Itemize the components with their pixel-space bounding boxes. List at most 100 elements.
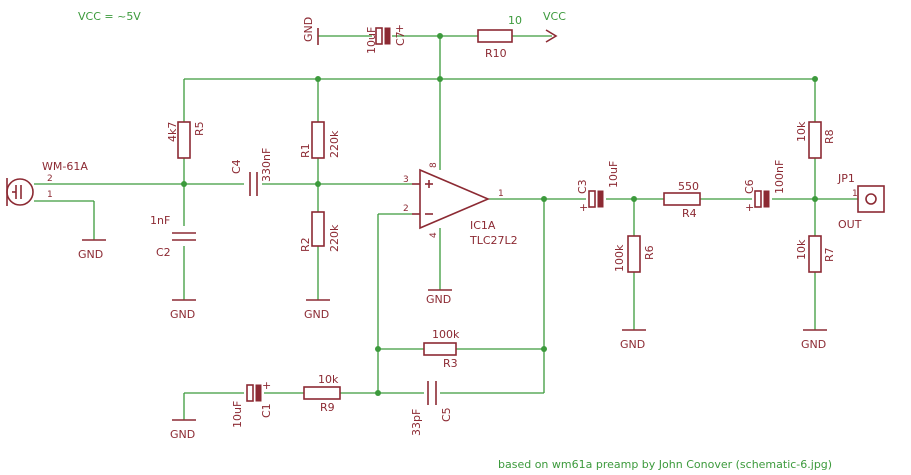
jp1-name: JP1 [837,172,855,185]
r5-value: 4k7 [166,122,179,142]
junction-dot [437,76,443,82]
junction-dot [315,76,321,82]
r1-name: R1 [299,143,312,158]
resistor-r1 [311,121,325,159]
vcc-arrow-icon [545,29,558,43]
junction-dot [631,196,637,202]
capacitor-c2 [172,232,196,241]
r6-value: 100k [613,244,626,272]
r2-name: R2 [299,237,312,252]
connector-jp1 [857,185,885,213]
capacitor-c1 [246,384,262,402]
r8-value: 10k [795,121,808,142]
resistor-r6 [627,235,641,273]
ic-name: IC1A [470,219,496,232]
r10-name: R10 [485,47,507,60]
ic-pin3: 3 [403,175,409,185]
capacitor-c3 [588,190,604,208]
gnd-ic: GND [426,293,451,306]
ic-part: TLC27L2 [469,234,518,247]
capacitor-c5 [427,381,437,405]
junction-dot [315,181,321,187]
gnd-r6: GND [620,338,645,351]
gnd-c2: GND [170,308,195,321]
c3-name: C3 [576,179,589,194]
resistor-r2 [311,211,325,247]
resistor-r5 [177,121,191,159]
c2-name: C2 [156,246,171,259]
r4-name: R4 [682,207,697,220]
junction-dot [375,390,381,396]
ic-pin4: 4 [429,232,439,238]
ground-symbols [82,28,827,421]
resistor-r7 [808,235,822,273]
r8-name: R8 [823,129,836,144]
r7-name: R7 [823,247,836,262]
c1-plus: + [262,379,271,392]
c1-value: 10uF [231,401,244,428]
capacitor-c6 [754,190,770,208]
jp1-out: OUT [838,218,862,231]
c2-value: 1nF [150,214,170,227]
c6-value: 100nF [773,160,786,194]
ic-pin1: 1 [498,189,504,199]
c3-value: 10uF [607,161,620,188]
microphone-wm61a [6,178,34,206]
r3-value: 100k [432,328,460,341]
r6-name: R6 [643,245,656,260]
c6-plus: + [745,201,754,214]
r2-value: 220k [328,224,341,252]
gnd-r7: GND [801,338,826,351]
r10-value: 10 [508,14,522,27]
ic-pin2: 2 [403,204,409,214]
gnd-mic: GND [78,248,103,261]
credit-text: based on wm61a preamp by John Conover (s… [498,458,832,471]
mic-pin1: 1 [47,190,53,200]
r7-value: 10k [795,239,808,260]
r3-name: R3 [443,357,458,370]
c4-value: 330nF [260,148,273,182]
gnd-c7: GND [302,17,315,42]
c7-value: 10uF [365,27,378,54]
junction-dot [437,33,443,39]
junction-dot [541,346,547,352]
junction-dot [181,181,187,187]
c7-plus: + [395,22,404,35]
junction-dot [375,346,381,352]
vcc-note: VCC = ~5V [78,10,141,23]
gnd-c1: GND [170,428,195,441]
resistor-r4 [663,192,701,206]
r5-name: R5 [193,121,206,136]
resistor-r3 [423,342,457,356]
resistor-r10 [477,29,513,43]
c1-name: C1 [260,403,273,418]
r1-value: 220k [328,130,341,158]
ic-pin8: 8 [429,162,439,168]
jp1-pin1: 1 [852,189,858,199]
opamp-ic1a [412,168,491,230]
mic-pin2: 2 [47,174,53,184]
c5-name: C5 [440,407,453,422]
junction-dots [181,33,818,396]
junction-dot [541,196,547,202]
c5-value: 33pF [410,409,423,436]
resistor-r9 [303,386,341,400]
c3-plus: + [579,201,588,214]
mic-name: WM-61A [42,160,88,173]
capacitor-c4 [249,172,258,196]
r9-name: R9 [320,401,335,414]
resistor-r8 [808,121,822,159]
junction-dot [812,196,818,202]
r4-value: 550 [678,180,699,193]
vcc-label: VCC [543,10,566,23]
c7-name: C7 [394,31,407,46]
gnd-r2: GND [304,308,329,321]
capacitor-c7 [375,27,391,45]
c6-name: C6 [743,179,756,194]
c4-name: C4 [230,159,243,174]
labels: VCC = ~5V VCC 10 based on wm61a preamp b… [42,10,862,471]
r9-value: 10k [318,373,339,386]
junction-dot [812,76,818,82]
